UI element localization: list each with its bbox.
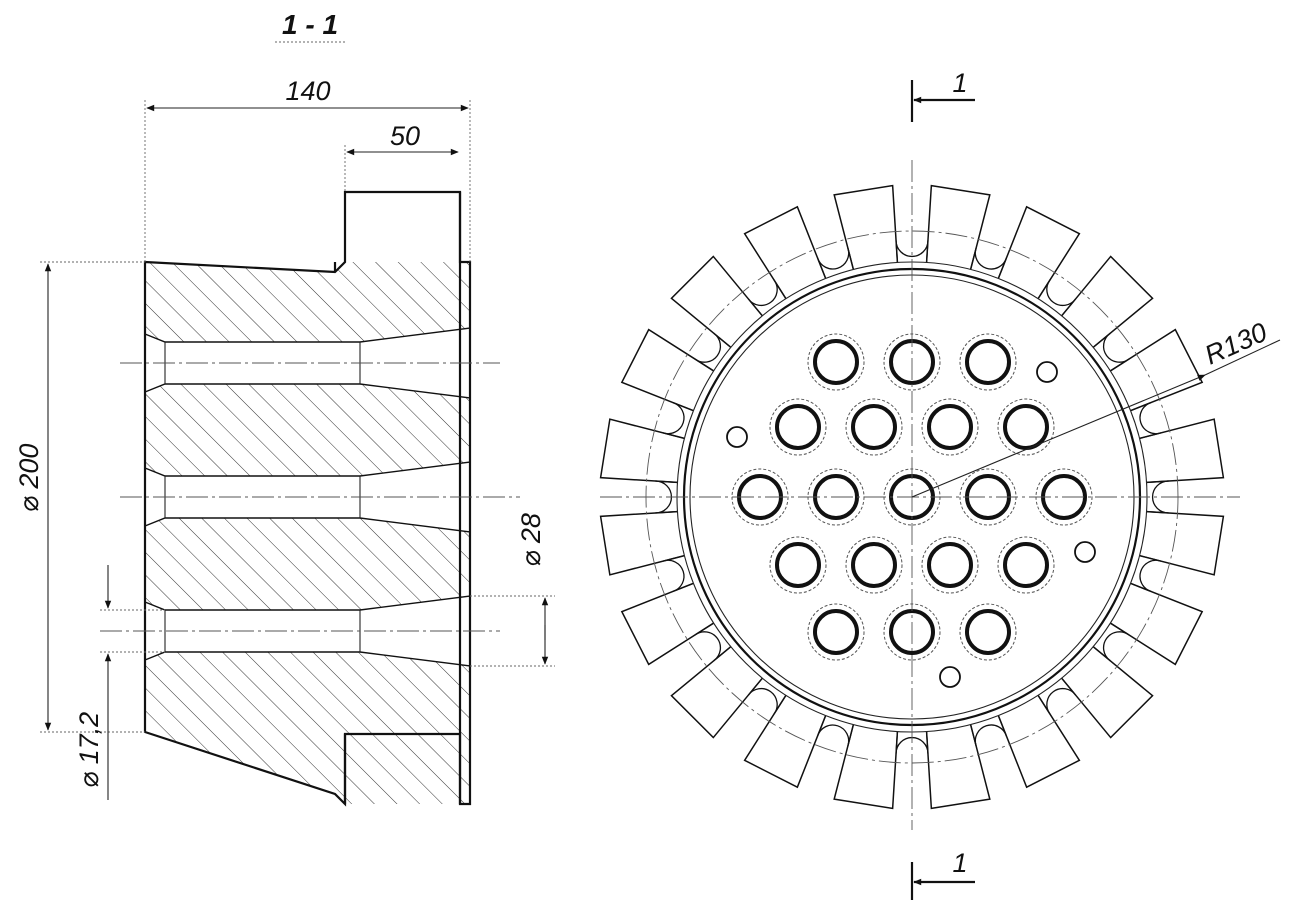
- front-centerlines: [600, 160, 1240, 830]
- ring-tooth: [1139, 510, 1225, 576]
- ring-tooth: [620, 582, 715, 666]
- dim-outer-diameter: ⌀ 200: [14, 261, 145, 733]
- section-view: 1 - 1: [14, 9, 555, 807]
- aux-hole: [726, 426, 748, 448]
- nozzle-hole: [845, 536, 903, 594]
- section-mark-bottom-label: 1: [952, 848, 967, 878]
- ring-slot: [662, 554, 694, 593]
- nozzle-hole: [807, 333, 865, 391]
- ring-tooth: [925, 184, 991, 270]
- nozzle-hole: [959, 603, 1017, 661]
- section-mark-top-label: 1: [952, 68, 967, 98]
- dim-flange-width: 50: [344, 121, 459, 192]
- ring-slot: [1130, 401, 1162, 440]
- nozzle-hole: [845, 398, 903, 456]
- aux-hole: [1036, 361, 1058, 383]
- body-hatch: [145, 262, 470, 804]
- section-mark-bottom: 1: [910, 848, 975, 900]
- ring-tooth: [1109, 582, 1204, 666]
- ring-tooth: [997, 205, 1081, 300]
- dim-overall-length-label: 140: [285, 76, 330, 106]
- ring-tooth: [925, 724, 991, 810]
- ring-slot: [895, 240, 929, 263]
- nozzle-hole: [997, 398, 1055, 456]
- ring-tooth: [1061, 646, 1154, 739]
- dim-small-hole: ⌀ 17,2: [74, 565, 165, 800]
- dim-flange-width-label: 50: [390, 121, 420, 151]
- nozzle-hole: [769, 536, 827, 594]
- ring-slot: [1130, 554, 1162, 593]
- ring-tooth: [1139, 418, 1225, 484]
- dim-large-hole-label: ⌀ 28: [516, 513, 546, 567]
- ring-tooth: [1109, 328, 1204, 412]
- ring-tooth: [833, 184, 899, 270]
- section-mark-top: 1: [910, 68, 975, 122]
- ring-tooth: [670, 255, 763, 348]
- ring-tooth: [599, 418, 685, 484]
- ring-tooth: [743, 205, 827, 300]
- front-view: R130 1 1: [599, 68, 1281, 900]
- ring-slot: [969, 247, 1008, 279]
- bores: [144, 327, 471, 667]
- hole-field: [726, 333, 1096, 688]
- ring-tooth: [997, 694, 1081, 789]
- slotted-ring: [599, 184, 1225, 810]
- ring-tooth: [670, 646, 763, 739]
- nozzle-hole: [921, 398, 979, 456]
- ring-tooth: [620, 328, 715, 412]
- ring-slot: [816, 247, 855, 279]
- dim-overall-length: 140: [144, 76, 471, 262]
- ring-slot: [816, 715, 855, 747]
- nozzle-hole: [921, 536, 979, 594]
- aux-hole: [1074, 541, 1096, 563]
- ring-tooth: [1061, 255, 1154, 348]
- nozzle-hole: [959, 333, 1017, 391]
- ring-slot: [662, 401, 694, 440]
- body-outline: [143, 190, 472, 807]
- dim-small-hole-label: ⌀ 17,2: [74, 712, 104, 788]
- ring-tooth: [833, 724, 899, 810]
- ring-tooth: [599, 510, 685, 576]
- dim-outer-diameter-label: ⌀ 200: [14, 444, 44, 513]
- ring-tooth: [743, 694, 827, 789]
- dim-radius-label: R130: [1200, 317, 1271, 371]
- aux-hole: [939, 666, 961, 688]
- nozzle-hole: [769, 398, 827, 456]
- nozzle-hole: [997, 536, 1055, 594]
- section-title: 1 - 1: [282, 9, 338, 40]
- nozzle-hole: [807, 603, 865, 661]
- dim-large-hole: ⌀ 28: [470, 513, 555, 667]
- ring-slot: [969, 715, 1008, 747]
- section-centerlines: [100, 362, 520, 632]
